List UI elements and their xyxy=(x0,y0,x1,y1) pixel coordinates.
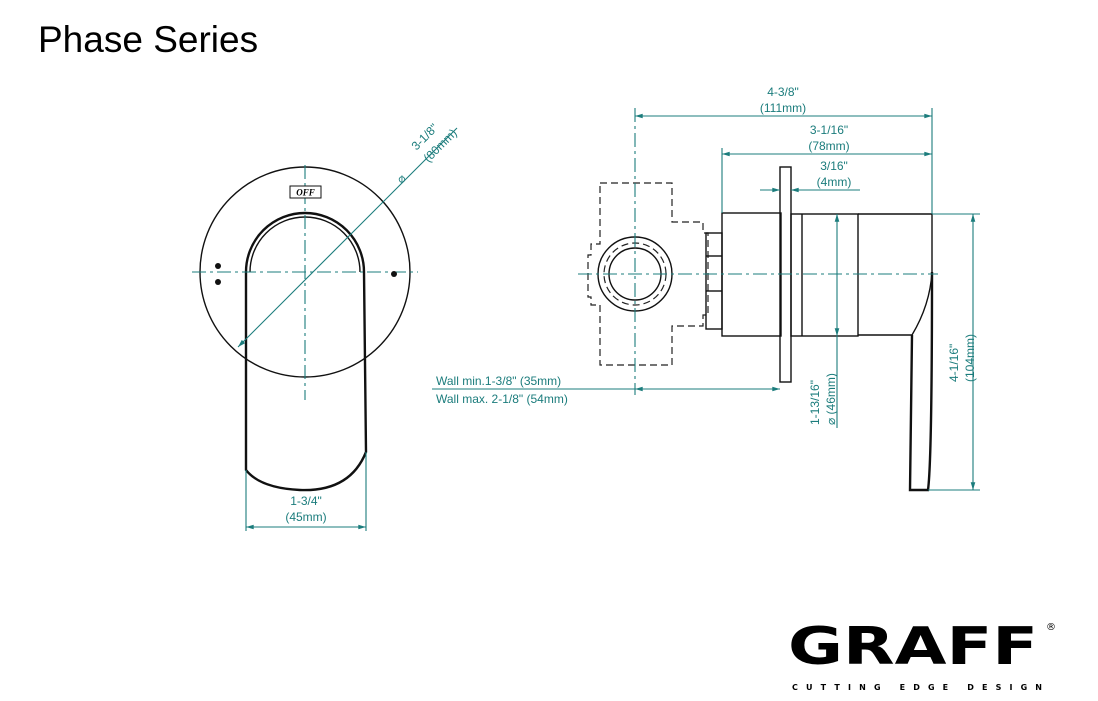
width-mm: (45mm) xyxy=(285,510,326,524)
width-inch: 1-3/4" xyxy=(290,494,322,508)
body-diameter-mm: ⌀ (46mm) xyxy=(824,373,838,425)
diameter-dimension-line xyxy=(237,127,458,348)
body-diameter-label: 1-13/16" ⌀ (46mm) xyxy=(808,373,838,425)
logo-tagline: CUTTING EDGE DESIGN xyxy=(792,683,1042,692)
plate-thickness-mm: (4mm) xyxy=(817,175,852,189)
front-view: OFF ⌀ 3-1/8" (80mm) 1-3/4" (45mm) xyxy=(192,121,460,531)
collar xyxy=(790,213,859,337)
graff-logo: GRAFF ® CUTTING EDGE DESIGN xyxy=(788,617,1056,692)
trim-depth-mm: (78mm) xyxy=(808,139,849,153)
off-marking-box xyxy=(289,185,322,199)
wall-min-label: Wall min.1-3/8" (35mm) xyxy=(436,374,561,388)
logo-wordmark: GRAFF xyxy=(788,617,1038,677)
height-mm: (104mm) xyxy=(963,334,977,382)
screw-hole xyxy=(215,279,221,285)
screw-hole xyxy=(391,271,397,277)
wall-max-label: Wall max. 2-1/8" (54mm) xyxy=(436,392,568,406)
valve-stem xyxy=(705,232,723,330)
trim-depth-inch: 3-1/16" xyxy=(810,123,848,137)
screw-hole xyxy=(215,263,221,269)
rough-in-valve xyxy=(587,182,709,366)
off-marking: OFF xyxy=(296,188,315,198)
handle-front xyxy=(244,211,368,492)
page-title: Phase Series xyxy=(38,19,259,60)
handle-lever xyxy=(908,271,934,492)
overall-depth-inch: 4-3/8" xyxy=(767,85,799,99)
registered-mark: ® xyxy=(1046,622,1056,633)
handle-body xyxy=(858,213,933,336)
plate-thickness-inch: 3/16" xyxy=(820,159,848,173)
side-view: 4-3/8" (111mm) 3-1/16" (78mm) 3/16" (4mm… xyxy=(432,85,980,492)
height-inch: 4-1/16" xyxy=(947,344,961,382)
diameter-label: ⌀ 3-1/8" (80mm) xyxy=(394,121,460,186)
overall-depth-mm: (111mm) xyxy=(760,101,806,115)
body-diameter-inch: 1-13/16" xyxy=(808,380,822,425)
height-label: 4-1/16" (104mm) xyxy=(947,334,977,382)
